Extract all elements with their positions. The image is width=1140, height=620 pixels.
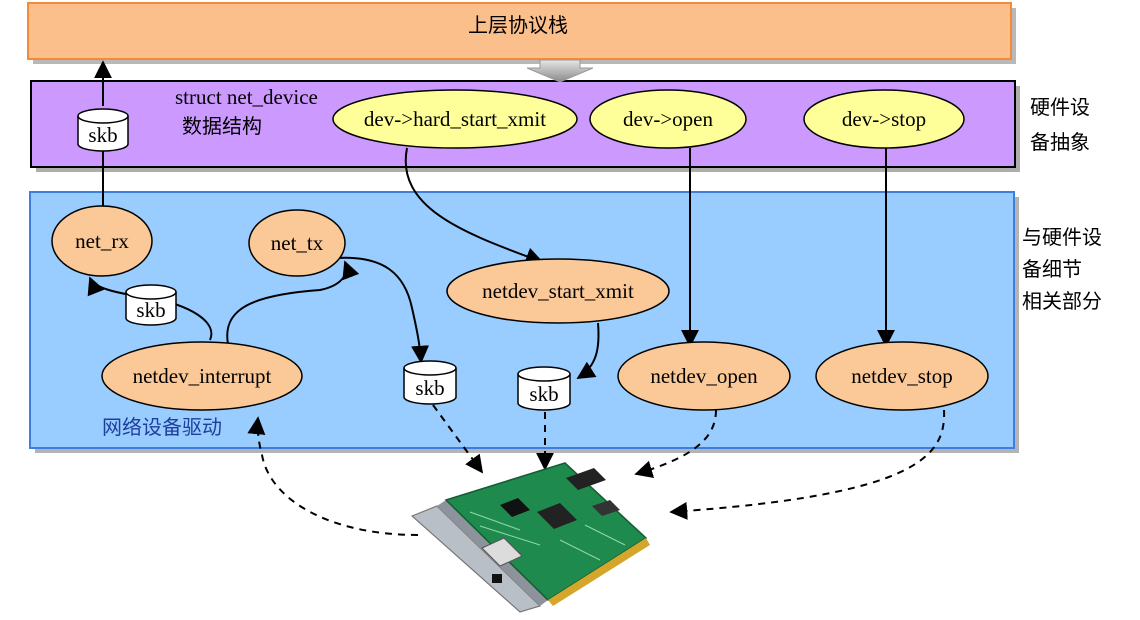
func-netdev-start-xmit-shape: [446, 258, 670, 324]
struct-net-device-label: struct net_device: [175, 85, 318, 109]
func-netdev-interrupt-label: netdev_interrupt: [133, 364, 272, 388]
func-net-tx[interactable]: net_tx: [248, 209, 346, 277]
func-netdev-open-shape: [617, 341, 791, 411]
skb-upper-label: skb: [88, 123, 117, 147]
op-stop-label: dev->stop: [842, 107, 926, 131]
func-net-rx-shape: [51, 205, 153, 277]
op-hard-start-xmit[interactable]: dev->hard_start_xmit: [332, 89, 578, 149]
connector-net-tx-to-skb: [335, 256, 430, 364]
hw-detail-side-label-3: 相关部分: [1022, 289, 1102, 313]
func-netdev-stop[interactable]: netdev_stop: [815, 341, 989, 411]
skb-tx-label: skb: [415, 376, 444, 400]
upper-protocol-stack-label: 上层协议栈: [468, 13, 568, 37]
skb-buffer-rx: skb: [125, 284, 177, 326]
func-netdev-interrupt[interactable]: netdev_interrupt: [101, 341, 303, 411]
hw-abstraction-side-label-2: 备抽象: [1030, 130, 1090, 154]
op-hard-start-xmit-label: dev->hard_start_xmit: [364, 107, 546, 131]
hw-detail-side-label-2: 备细节: [1022, 257, 1082, 281]
func-net-tx-shape: [248, 209, 346, 277]
func-net-tx-label: net_tx: [271, 231, 324, 255]
func-netdev-open-label: netdev_open: [650, 364, 758, 388]
connector-xmit-to-start: [404, 147, 544, 265]
func-netdev-stop-label: netdev_stop: [851, 364, 952, 388]
driver-title: 网络设备驱动: [102, 415, 222, 439]
func-net-rx[interactable]: net_rx: [51, 205, 153, 277]
func-netdev-start-xmit-label: netdev_start_xmit: [482, 279, 634, 303]
func-netdev-interrupt-shape: [101, 341, 303, 411]
dashed-nic-to-interrupt: [247, 416, 419, 536]
skb-buffer-upper: skb: [77, 108, 129, 152]
connector-interrupt-to-net-tx: [226, 260, 360, 345]
upper-protocol-stack-rect: [27, 2, 1012, 60]
op-open-shape: [589, 89, 747, 149]
hw-abstraction-side-label-1: 硬件设: [1030, 95, 1090, 119]
skb-buffer-tx: skb: [403, 360, 457, 405]
skb-rx-label: skb: [136, 298, 165, 322]
op-open-label: dev->open: [623, 107, 713, 131]
op-stop-shape: [803, 89, 965, 149]
func-net-rx-label: net_rx: [75, 229, 129, 253]
struct-net-device-label-cn: 数据结构: [182, 114, 262, 138]
dashed-stop-to-nic: [669, 409, 946, 520]
op-open[interactable]: dev->open: [589, 89, 747, 149]
func-netdev-start-xmit[interactable]: netdev_start_xmit: [446, 258, 670, 324]
op-hard-start-xmit-shape: [332, 89, 578, 149]
dashed-open-to-nic: [634, 409, 717, 479]
connector-start-to-skb: [576, 322, 600, 379]
upper-protocol-stack-box: 上层协议栈: [27, 2, 1016, 64]
hw-detail-side-label-1: 与硬件设: [1022, 225, 1102, 249]
op-stop[interactable]: dev->stop: [803, 89, 965, 149]
skb-xmit-label: skb: [529, 382, 558, 406]
dashed-skb-tx-to-nic: [432, 404, 484, 474]
func-netdev-open[interactable]: netdev_open: [617, 341, 791, 411]
func-netdev-stop-shape: [815, 341, 989, 411]
skb-buffer-xmit: skb: [517, 366, 571, 411]
driver-box: 网络设备驱动: [29, 191, 1019, 453]
downward-block-arrow: [526, 59, 594, 83]
network-card-image: [410, 462, 650, 613]
